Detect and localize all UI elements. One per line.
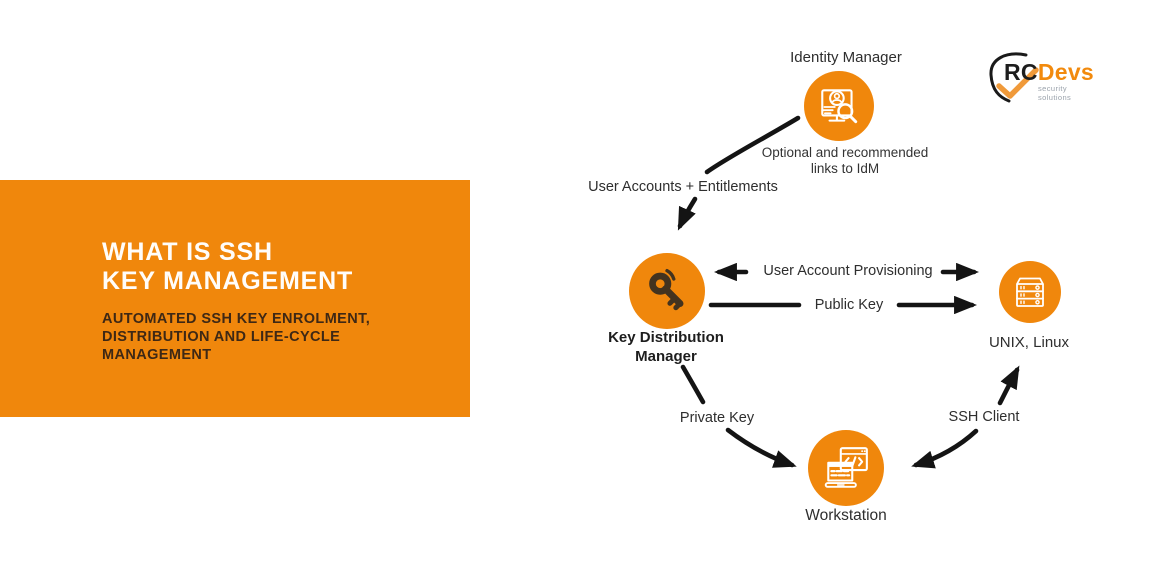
user-account-provisioning-label: User Account Provisioning (763, 263, 933, 279)
headline-panel: WHAT IS SSH KEY MANAGEMENT AUTOMATED SSH… (0, 180, 470, 417)
workstation-label: Workstation (805, 507, 887, 524)
identity-manager-note: Optional and recommended links to IdM (740, 145, 950, 177)
user-accounts-entitlements-label: User Accounts + Entitlements (588, 179, 778, 195)
identity-monitor-search-icon (821, 89, 858, 124)
identity-manager-note-line1: Optional and recommended (761, 145, 929, 160)
rcdevs-shield-icon (989, 52, 1039, 103)
key-icon (649, 268, 684, 311)
arrow-private-key-head (725, 427, 797, 468)
page-subtitle: AUTOMATED SSH KEY ENROLMENT, DISTRIBUTIO… (102, 310, 370, 364)
rcdevs-brand-suffix: Devs (1037, 59, 1095, 85)
rcdevs-brand: RC Devs (1004, 59, 1094, 86)
key-distribution-manager-label: Key Distribution Manager (566, 328, 766, 366)
page-subtitle-line1: AUTOMATED SSH KEY ENROLMENT, (102, 311, 371, 327)
unix-linux-label: UNIX, Linux (988, 334, 1070, 351)
page-title: WHAT IS SSH KEY MANAGEMENT (102, 238, 353, 296)
unix-linux-node (999, 261, 1061, 323)
identity-manager-node (804, 71, 874, 141)
server-rack-icon (1016, 277, 1044, 307)
key-distribution-manager-label-line2: Manager (635, 348, 697, 365)
rcdevs-tagline: security solutions (1038, 84, 1072, 102)
arrow-user-accounts-head (677, 196, 698, 231)
laptop-code-icon (824, 447, 868, 488)
arrow-ssh-client-up (997, 365, 1020, 406)
rcdevs-brand-prefix: RC (1004, 59, 1038, 85)
page-subtitle-line2: DISTRIBUTION AND LIFE-CYCLE (102, 329, 341, 345)
identity-manager-note-line2: links to IdM (810, 161, 880, 176)
page-title-line1: WHAT IS SSH (102, 238, 273, 266)
rcdevs-logo: RC Devs security solutions (980, 50, 1098, 108)
page-title-line2: KEY MANAGEMENT (102, 267, 354, 295)
public-key-label: Public Key (814, 297, 884, 313)
private-key-label: Private Key (679, 410, 755, 426)
key-distribution-manager-label-line1: Key Distribution (608, 329, 724, 346)
page-subtitle-line3: MANAGEMENT (102, 347, 212, 363)
arrow-ssh-client-down (911, 428, 979, 469)
ssh-client-label: SSH Client (948, 409, 1020, 425)
arrow-private-key-upper (680, 364, 706, 405)
key-distribution-manager-node (629, 253, 705, 329)
identity-manager-label: Identity Manager (790, 49, 902, 66)
workstation-node (808, 430, 884, 506)
